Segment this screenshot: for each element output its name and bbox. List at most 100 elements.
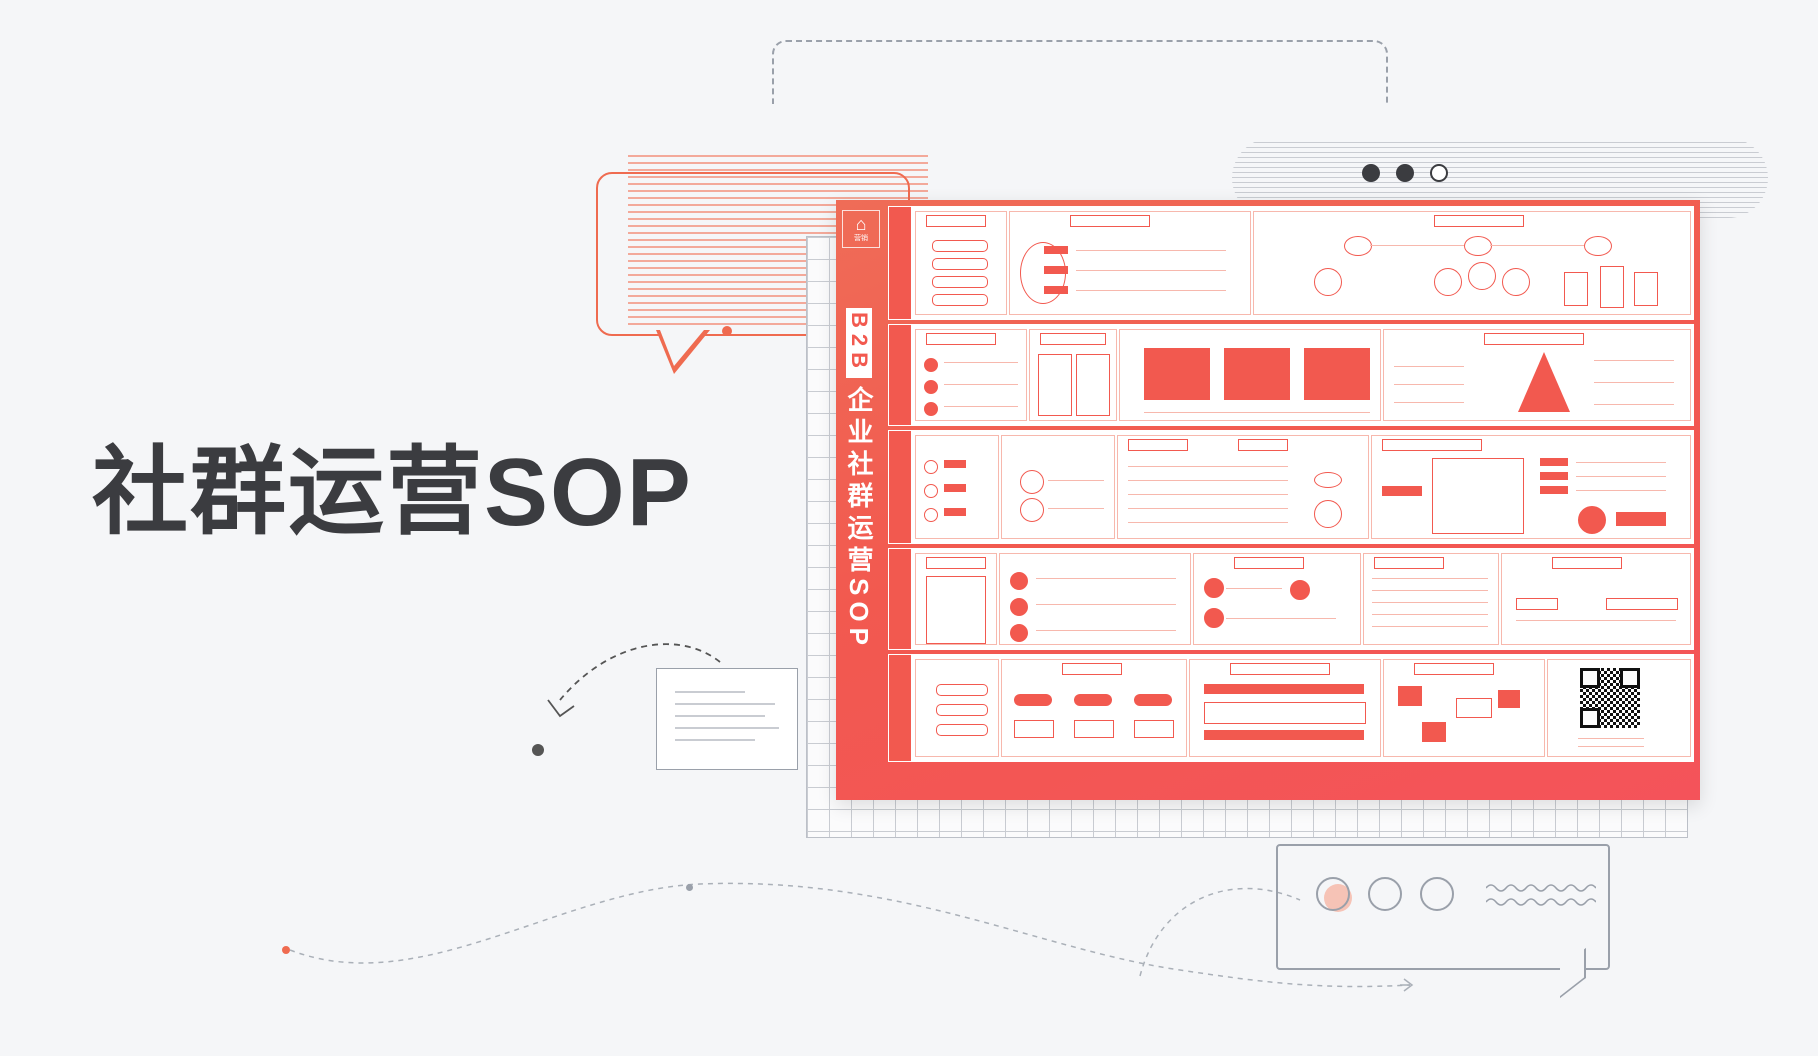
doc-line — [675, 703, 775, 705]
cell-line — [944, 384, 1018, 385]
poster-sidebar: ⌂ 营销 B2B 企业社群运营SOP — [836, 200, 886, 800]
orange-dot — [282, 946, 290, 954]
cell-fill-box — [1304, 348, 1370, 400]
row-label — [889, 655, 911, 761]
cell-box — [936, 704, 988, 716]
poster-cell — [915, 553, 997, 645]
cell-box — [1456, 698, 1492, 718]
cell-box — [932, 294, 988, 306]
cell-box — [936, 724, 988, 736]
cell-box — [1564, 272, 1588, 306]
qr-corner — [1580, 668, 1600, 688]
cell-line — [1594, 360, 1674, 361]
document-card-decoration — [656, 668, 798, 770]
cell-fill-box — [1498, 690, 1520, 708]
cell-line — [1226, 588, 1282, 589]
cell-box — [932, 276, 988, 288]
cell-fill-box — [1616, 512, 1666, 526]
speech-bubble-dot — [722, 326, 732, 336]
poster-cell — [915, 659, 999, 757]
cell-fill-box — [1382, 486, 1422, 496]
poster-cell — [1193, 553, 1361, 645]
cell-circle — [1204, 578, 1224, 598]
cell-circle — [924, 380, 938, 394]
cell-circle — [924, 460, 938, 474]
cell-circle — [1010, 572, 1028, 590]
cell-box — [1014, 720, 1054, 738]
cell-title — [1382, 439, 1482, 451]
cell-line — [1372, 614, 1488, 615]
arrow-dot — [532, 744, 544, 756]
cell-line — [1076, 250, 1226, 251]
cell-title — [926, 557, 986, 569]
cell-bar — [1044, 246, 1068, 254]
poster-cell — [1501, 553, 1691, 645]
cell-circle — [1010, 598, 1028, 616]
poster-cell — [915, 329, 1027, 421]
cell-bar — [1540, 458, 1568, 466]
cell-title — [1434, 215, 1524, 227]
poster-cell — [1253, 211, 1691, 315]
chat-window-decoration — [1276, 844, 1610, 970]
cell-line — [1372, 578, 1488, 579]
cell-circle — [1468, 262, 1496, 290]
cell-line — [1516, 620, 1676, 621]
poster-cell — [999, 553, 1191, 645]
cell-bar — [1540, 472, 1568, 480]
cell-circle — [1464, 236, 1492, 256]
cell-bar — [944, 484, 966, 492]
cell-circle — [1020, 498, 1044, 522]
cell-bar — [1540, 486, 1568, 494]
cell-box — [1204, 702, 1366, 724]
qr-corner — [1620, 668, 1640, 688]
cell-title — [1070, 215, 1150, 227]
cell-circle — [1314, 500, 1342, 528]
cell-fill-box — [1422, 722, 1446, 742]
cell-box — [932, 240, 988, 252]
cell-line — [1576, 462, 1666, 463]
poster-cell — [1547, 659, 1691, 757]
cell-line — [944, 406, 1018, 407]
cell-box — [936, 684, 988, 696]
poster-title-tag: B2B — [846, 308, 872, 379]
cell-circle — [1434, 268, 1462, 296]
poster-cell — [1189, 659, 1381, 757]
cell-title — [1484, 333, 1584, 345]
cell-line — [1128, 480, 1288, 481]
cell-line — [1394, 384, 1464, 385]
cell-box — [1074, 720, 1114, 738]
cell-box — [1600, 266, 1624, 308]
poster-title-text: 企业社群运营SOP — [844, 386, 874, 651]
logo-icon: ⌂ — [855, 214, 867, 234]
doc-line — [675, 739, 755, 741]
cell-line — [1594, 382, 1674, 383]
cell-line — [1578, 738, 1644, 739]
cell-title — [1128, 439, 1188, 451]
cell-line — [1576, 476, 1666, 477]
poster-cell — [1001, 435, 1115, 539]
cell-line — [1036, 604, 1176, 605]
poster-cell — [915, 211, 1007, 315]
cell-line — [1036, 630, 1176, 631]
cell-fill-box — [1144, 348, 1210, 400]
cell-line — [1128, 508, 1288, 509]
cell-line — [1128, 466, 1288, 467]
grey-dot — [686, 884, 693, 891]
cell-line — [1128, 494, 1288, 495]
cell-box — [1038, 354, 1072, 416]
cell-line — [944, 362, 1018, 363]
cell-circle — [924, 484, 938, 498]
cell-fill-box — [1074, 694, 1112, 706]
cell-circle — [1584, 236, 1612, 256]
browser-dot-icon — [1396, 164, 1414, 182]
cell-box — [1634, 272, 1658, 306]
cell-circle — [1314, 268, 1342, 296]
logo-text: 营销 — [854, 235, 868, 242]
dashed-frame-decoration — [772, 40, 1388, 104]
cell-circle — [1502, 268, 1530, 296]
cell-title — [1552, 557, 1622, 569]
cell-title — [1374, 557, 1444, 569]
browser-dot-icon — [1362, 164, 1380, 182]
cell-box — [1076, 354, 1110, 416]
cell-box — [1606, 598, 1678, 610]
